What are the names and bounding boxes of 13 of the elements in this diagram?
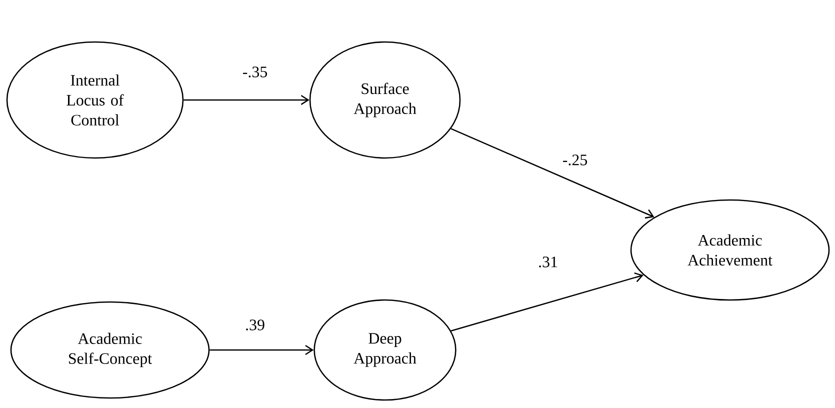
arrow bbox=[450, 272, 644, 332]
ellipse-node: Academic Self-Concept bbox=[10, 301, 210, 399]
ellipse-node: Surface Approach bbox=[309, 41, 461, 159]
ellipse-node: Deep Approach bbox=[314, 299, 456, 401]
edge-label: -.35 bbox=[241, 66, 269, 78]
ellipse-node: Internal Locus of Control bbox=[6, 41, 184, 159]
arrow bbox=[210, 344, 314, 356]
ellipse-node: Academic Achievement bbox=[630, 199, 830, 301]
edge-label: .39 bbox=[244, 318, 266, 332]
edge-label: .31 bbox=[537, 256, 559, 268]
arrow bbox=[184, 94, 310, 106]
edge-label: -.25 bbox=[561, 154, 589, 166]
arrow bbox=[450, 128, 654, 219]
